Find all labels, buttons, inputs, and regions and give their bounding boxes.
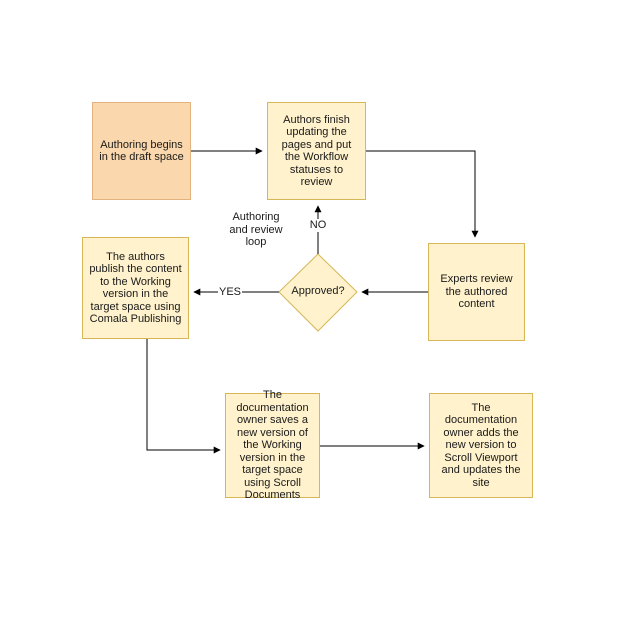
decision-label: Approved? — [291, 285, 345, 297]
node-authors-finish: Authors finish updating the pages and pu… — [267, 102, 366, 200]
loop-annotation: Authoring and review loop — [229, 211, 283, 248]
edge-label-no: NO — [308, 219, 328, 232]
edge-publish-to-save — [146, 339, 221, 454]
node-owner-saves: The documentation owner saves a new vers… — [225, 389, 320, 501]
edge-finish-to-experts — [366, 150, 479, 238]
node-owner-viewport: The documentation owner adds the new ver… — [429, 393, 533, 498]
node-experts-review: Experts review the authored content — [428, 243, 525, 341]
node-authors-publish: The authors publish the content to the W… — [82, 237, 189, 339]
decision-diamond — [278, 253, 358, 332]
node-start: Authoring begins in the draft space — [92, 102, 191, 200]
edge-label-yes: YES — [218, 286, 242, 299]
